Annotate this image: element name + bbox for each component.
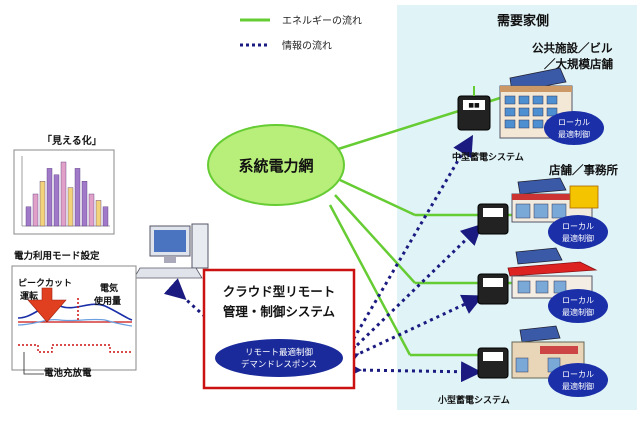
cloud-title-line2: 管理・制御システム <box>223 304 336 319</box>
bar-chart-panel <box>13 149 115 235</box>
remote-control-oval <box>215 339 343 377</box>
svg-text:ローカル: ローカル <box>562 222 594 231</box>
operation-label: 運転 <box>20 290 38 302</box>
cloud-control-box: クラウド型リモート 管理・制御システム リモート最適制御 デマンドレスポンス <box>202 268 356 390</box>
bar-chart-bar <box>53 174 60 227</box>
battery-unit-4 <box>477 347 509 379</box>
large-store-label: ／大規模店舗 <box>544 57 613 71</box>
computer-icon <box>133 223 209 279</box>
bar-chart-bar <box>46 168 53 227</box>
public-facility-label: 公共施設／ビル <box>532 41 613 55</box>
bar-chart-bar <box>32 193 39 227</box>
svg-text:最適制御: 最適制御 <box>562 233 594 243</box>
grid-label: 系統電力網 <box>238 157 313 175</box>
remote-control-line2: デマンドレスポンス <box>241 359 317 370</box>
bar-chart-bar <box>25 206 32 227</box>
legend: エネルギーの流れ 情報の流れ <box>240 14 362 52</box>
charge-discharge-label: 電池充放電 <box>44 367 92 379</box>
local-control-1: ローカル 最適制御 <box>544 111 604 145</box>
svg-text:最適制御: 最適制御 <box>558 129 590 139</box>
battery-unit-1: ■■ <box>457 86 491 131</box>
bar-chart-bar <box>67 187 74 227</box>
battery-unit-3 <box>477 273 509 305</box>
electric-label: 電気 <box>100 282 118 294</box>
svg-text:ローカル: ローカル <box>562 370 594 379</box>
visualize-label: 「見える化」 <box>42 134 102 147</box>
bar-chart-bar <box>60 161 67 227</box>
usage-label: 使用量 <box>93 295 121 307</box>
demand-side-title: 需要家側 <box>497 13 549 29</box>
remote-control-line1: リモート最適制御 <box>245 347 313 358</box>
local-control-4: ローカル 最適制御 <box>548 363 608 397</box>
building-small-shop <box>511 325 585 379</box>
cloud-title-line1: クラウド型リモート <box>223 284 336 299</box>
power-mode-label: 電力利用モード設定 <box>14 250 100 262</box>
legend-energy-label: エネルギーの流れ <box>282 14 362 27</box>
svg-text:最適制御: 最適制御 <box>562 381 594 391</box>
bar-chart-bar <box>81 180 88 227</box>
shop-office-label: 店舗／事務所 <box>549 163 618 177</box>
svg-text:ローカル: ローカル <box>562 296 594 305</box>
svg-text:■■: ■■ <box>468 102 480 109</box>
svg-text:最適制御: 最適制御 <box>562 307 594 317</box>
peak-cut-label: ピークカット <box>18 277 72 289</box>
local-control-3: ローカル 最適制御 <box>548 289 608 323</box>
bar-chart-bar <box>88 193 95 227</box>
small-storage-label: 小型蓄電システム <box>437 394 510 406</box>
bar-chart-bar <box>39 180 46 227</box>
legend-info-label: 情報の流れ <box>282 39 332 52</box>
local-control-2: ローカル 最適制御 <box>548 215 608 249</box>
svg-text:ローカル: ローカル <box>558 118 590 127</box>
battery-unit-2 <box>477 203 509 235</box>
medium-storage-label: 中型蓄電システム <box>452 151 524 163</box>
bar-chart-bar <box>102 206 109 227</box>
building-shop-office <box>511 177 599 223</box>
bar-chart-bar <box>74 168 81 227</box>
peak-cut-panel <box>11 265 137 375</box>
peak-cut-arrow-icon <box>27 287 67 323</box>
grid-node: 系統電力網 <box>207 124 345 206</box>
bar-chart-bar <box>95 200 102 227</box>
